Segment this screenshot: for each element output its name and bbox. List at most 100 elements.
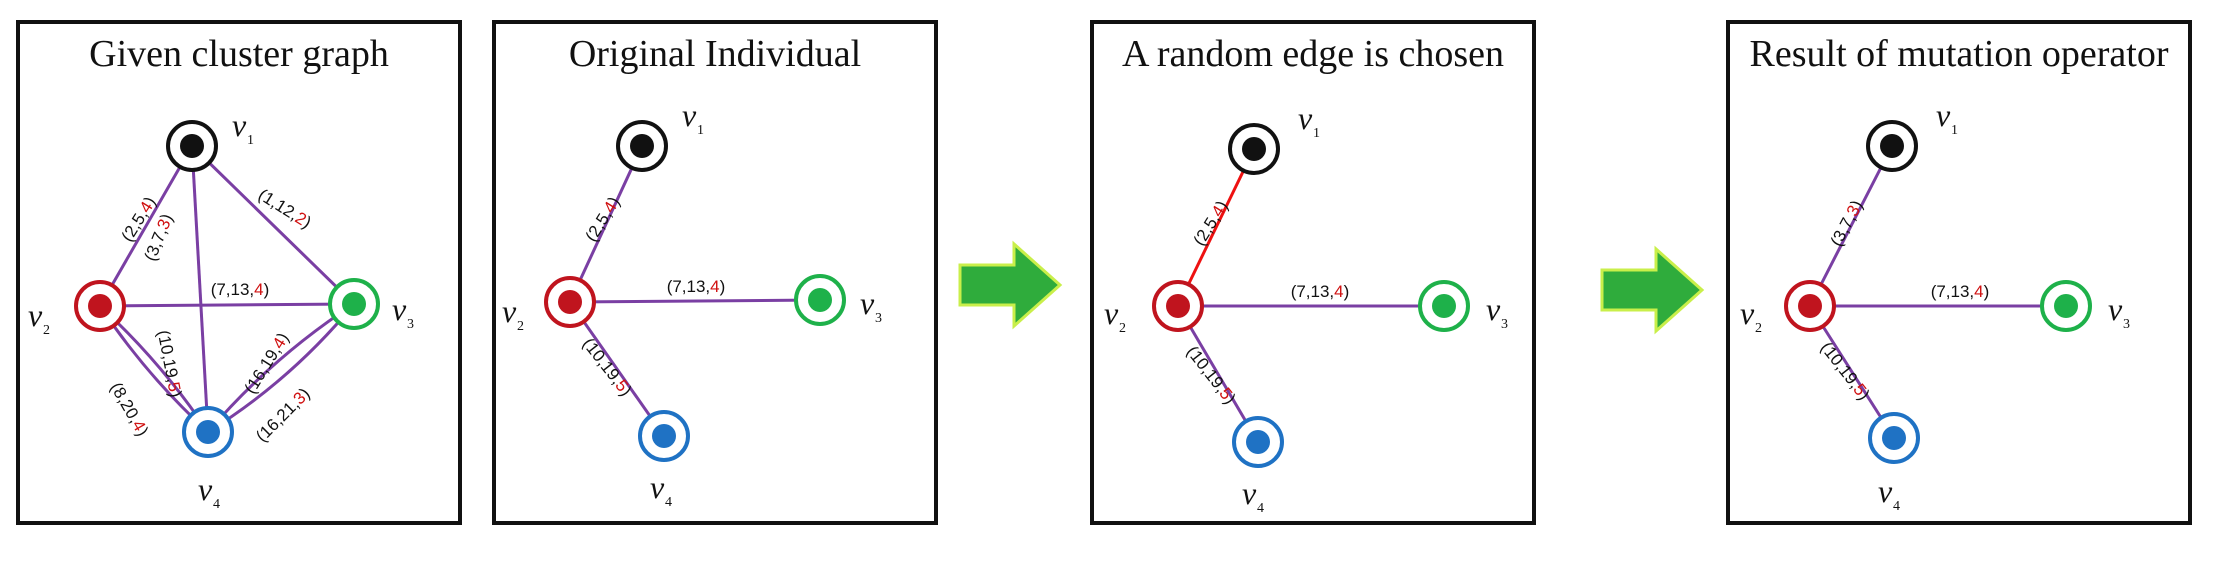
edge-label: (7,13,4) xyxy=(1931,282,1990,301)
vertex-name-v4: v xyxy=(1878,473,1893,509)
vertex-name-v1: v xyxy=(1936,97,1951,133)
vertex-dot xyxy=(630,134,654,158)
vertex-v3 xyxy=(328,278,380,330)
edge-label-prefix: (7,13, xyxy=(1931,282,1974,301)
edge-label-prefix: (16,21, xyxy=(252,395,303,446)
vertex-subscript-v4: 4 xyxy=(1257,501,1264,516)
vertex-name-v4: v xyxy=(1242,475,1257,511)
vertex-v4 xyxy=(182,406,234,458)
graph-edge xyxy=(569,298,821,304)
vertex-v3 xyxy=(1418,280,1470,332)
edge-label-prefix: (7,13, xyxy=(1291,282,1334,301)
transition-arrow-2 xyxy=(1600,245,1705,335)
graph-edge xyxy=(190,144,356,306)
vertex-subscript-v4: 4 xyxy=(213,497,220,512)
edge-label-suffix: ) xyxy=(720,277,726,296)
vertex-name-v4: v xyxy=(198,471,213,507)
vertex-dot xyxy=(1432,294,1456,318)
vertex-subscript-v1: 1 xyxy=(697,123,704,138)
edge-label: (8,20,4) xyxy=(106,379,152,439)
vertex-dot xyxy=(1798,294,1822,318)
vertex-dot xyxy=(180,134,204,158)
graph-edge xyxy=(1808,145,1894,307)
vertex-v2 xyxy=(1784,280,1836,332)
edge-label-highlight: 4 xyxy=(1974,282,1983,301)
edge-label: (1,12,2) xyxy=(255,186,315,233)
vertex-dot xyxy=(342,292,366,316)
vertex-dot xyxy=(196,420,220,444)
vertex-v2 xyxy=(1152,280,1204,332)
edge-label: (10,19,5) xyxy=(1816,339,1873,404)
vertex-subscript-v2: 2 xyxy=(517,319,524,334)
panel-title: Given cluster graph xyxy=(89,33,389,75)
vertex-name-v2: v xyxy=(1104,295,1119,331)
vertex-v1 xyxy=(166,120,218,172)
vertex-dot xyxy=(1242,137,1266,161)
vertex-name-v4: v xyxy=(650,469,665,505)
edge-label: (7,13,4) xyxy=(211,280,270,299)
vertex-v2 xyxy=(544,276,596,328)
edge-label: (7,13,4) xyxy=(1291,282,1350,301)
edge-label-prefix: (10,19, xyxy=(1816,339,1864,392)
vertex-v3 xyxy=(794,274,846,326)
chosen-edge xyxy=(1176,148,1256,307)
graph-edge xyxy=(568,145,644,303)
vertex-subscript-v2: 2 xyxy=(43,323,50,338)
vertex-dot xyxy=(558,290,582,314)
vertex-subscript-v2: 2 xyxy=(1119,321,1126,336)
edge-label: (16,19,4) xyxy=(241,330,293,398)
vertex-name-v3: v xyxy=(1486,291,1501,327)
edge-label-suffix: ) xyxy=(1984,282,1990,301)
graph-edge xyxy=(98,145,194,307)
vertex-name-v2: v xyxy=(28,297,43,333)
graph-edge xyxy=(568,301,666,437)
edge-label: (2,5,4) xyxy=(582,194,624,246)
vertex-v1 xyxy=(616,120,668,172)
vertex-v3 xyxy=(2040,280,2092,332)
vertex-subscript-v2: 2 xyxy=(1755,321,1762,336)
edge-label-prefix: (10,19, xyxy=(153,329,182,385)
edge-label-highlight: 4 xyxy=(1334,282,1343,301)
vertex-name-v2: v xyxy=(502,293,517,329)
vertex-name-v2: v xyxy=(1740,295,1755,331)
panel-given-cluster-graph: Given cluster graph (2,5,4)(3,7,3)(1,12,… xyxy=(16,20,462,525)
vertex-subscript-v4: 4 xyxy=(665,495,672,510)
vertex-subscript-v1: 1 xyxy=(247,133,254,148)
vertex-name-v1: v xyxy=(232,107,247,143)
vertex-name-v1: v xyxy=(682,97,697,133)
vertex-name-v3: v xyxy=(2108,291,2123,327)
graph-edge xyxy=(99,302,355,308)
vertex-dot xyxy=(1246,430,1270,454)
graph-edge xyxy=(1808,305,1896,439)
panel-original-individual: Original Individual (2,5,4)(7,13,4)(10,1… xyxy=(492,20,938,525)
vertex-subscript-v3: 3 xyxy=(2123,317,2130,332)
edge-label: (2,5,4) xyxy=(1190,198,1232,250)
vertex-v4 xyxy=(1868,412,1920,464)
vertex-subscript-v4: 4 xyxy=(1893,499,1900,514)
vertex-v4 xyxy=(1232,416,1284,468)
vertex-dot xyxy=(2054,294,2078,318)
edge-label-prefix: (7,13, xyxy=(211,280,254,299)
vertex-v1 xyxy=(1866,120,1918,172)
panel-title: Original Individual xyxy=(568,33,862,75)
vertex-v1 xyxy=(1228,123,1280,175)
vertex-dot xyxy=(652,424,676,448)
vertex-v4 xyxy=(638,410,690,462)
edge-label-highlight: 5 xyxy=(163,381,183,394)
graph-canvas: (2,5,4)(3,7,3)(1,12,2)(7,13,4)(10,19,5)(… xyxy=(28,107,414,512)
panel-title: Result of mutation operator xyxy=(1749,33,2169,75)
vertex-dot xyxy=(808,288,832,312)
edge-label: (10,19,5) xyxy=(1182,343,1239,408)
panel-mutation-result: Result of mutation operator (3,7,3)(7,13… xyxy=(1726,20,2192,525)
vertex-name-v1: v xyxy=(1298,100,1313,136)
edge-label-suffix: ) xyxy=(1344,282,1350,301)
vertex-subscript-v3: 3 xyxy=(407,317,414,332)
panel-title: A random edge is chosen xyxy=(1121,33,1505,75)
vertex-v2 xyxy=(74,280,126,332)
vertex-subscript-v3: 3 xyxy=(1501,317,1508,332)
vertex-subscript-v1: 1 xyxy=(1313,126,1320,141)
edge-label-prefix: (10,19, xyxy=(578,335,626,388)
